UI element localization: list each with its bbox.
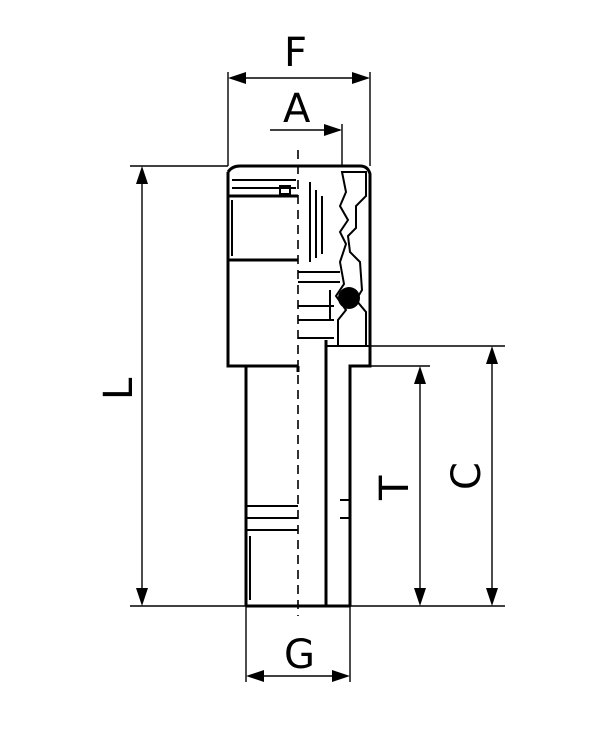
label-g: G	[284, 632, 315, 678]
label-c: C	[444, 462, 490, 490]
label-l: L	[96, 377, 142, 400]
dimension-t: T	[372, 366, 426, 606]
dimension-l: L	[96, 166, 148, 606]
label-a: A	[283, 86, 311, 132]
fitting-body	[226, 150, 372, 616]
dimension-a: A	[270, 86, 342, 136]
dimension-g: G	[246, 632, 350, 682]
dimension-lines	[130, 72, 505, 682]
dimension-f: F	[228, 30, 370, 84]
label-t: T	[372, 475, 418, 501]
dimension-c: C	[444, 346, 498, 606]
label-f: F	[284, 30, 307, 76]
